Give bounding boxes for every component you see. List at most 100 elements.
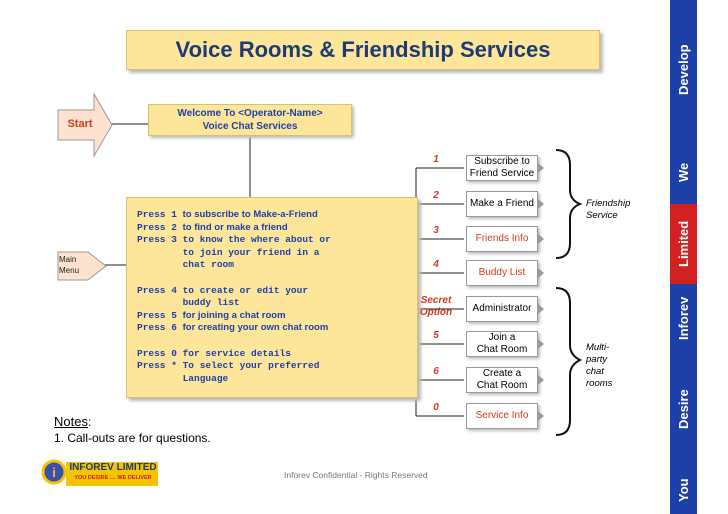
- menu-press: Press 5: [137, 309, 183, 321]
- connector-lines: [92, 123, 583, 436]
- option-number-label: 2: [433, 190, 439, 201]
- option-box-line1: Create a: [482, 368, 522, 379]
- menu-text: for service details: [182, 347, 291, 359]
- menu-press: Press 0: [137, 347, 183, 359]
- side-band-word: Limited: [670, 204, 697, 284]
- side-band-word: Inforev: [670, 284, 697, 352]
- option-box-pointer: [538, 339, 544, 349]
- option-box: Service Info: [466, 403, 538, 429]
- menu-text: To select your preferred: [182, 360, 320, 372]
- menu-press: [137, 297, 183, 308]
- welcome-box: Welcome To <Operator-Name> Voice Chat Se…: [148, 104, 352, 136]
- side-band-segment: We: [670, 140, 697, 204]
- side-band-word: You: [670, 466, 697, 514]
- menu-text: to subscribe to Make-a-Friend: [182, 209, 318, 220]
- logo-graphic: i: [41, 459, 158, 486]
- menu-line: Press 6 for creating your own chat room: [137, 321, 328, 334]
- menu-line: Press 4 to create or edit your: [137, 284, 308, 297]
- start-arrow: [57, 92, 113, 158]
- friendship-brace: [555, 149, 583, 259]
- option-box-pointer: [538, 375, 544, 385]
- menu-text: to know the where about or: [182, 234, 331, 246]
- welcome-line1: Welcome To <Operator-Name>: [177, 108, 323, 119]
- option-box-pointer: [538, 268, 544, 278]
- menu-text: buddy list: [182, 297, 240, 309]
- main-menu-arrow: [57, 251, 107, 281]
- option-number-label: 1: [433, 154, 439, 165]
- menu-line: Press 5 for joining a chat room: [137, 309, 286, 322]
- menu-text: Language: [182, 372, 229, 384]
- company-logo: i INFOREV LIMITED YOU DESIRE .... WE DEL…: [40, 458, 160, 488]
- option-box-line1: Subscribe to: [474, 156, 530, 167]
- logo-tagline: YOU DESIRE .... WE DELIVER: [74, 475, 152, 481]
- option-box-pointer: [538, 234, 544, 244]
- menu-press: Press *: [137, 360, 183, 372]
- start-label: Start: [67, 118, 93, 130]
- menu-line: buddy list: [137, 296, 240, 309]
- side-band-segment: Desire: [670, 352, 697, 466]
- option-box-pointer: [538, 199, 544, 209]
- notes: Notes: 1. Call-outs are for questions.: [54, 414, 211, 445]
- option-box: Administrator: [466, 296, 538, 322]
- menu-press: Press 4: [137, 284, 183, 296]
- option-number-label: 5: [433, 330, 439, 341]
- footer-text: Inforev Confidential - Rights Reserved: [284, 470, 428, 480]
- option-box-line2: Chat Room: [476, 380, 528, 391]
- notes-heading: Notes: [54, 414, 88, 429]
- option-box-line2: Chat Room: [476, 344, 528, 355]
- menu-line: Press 2 to find or make a friend: [137, 221, 288, 234]
- option-box-text: Make a Friend: [470, 198, 534, 210]
- side-band-word: We: [670, 140, 697, 204]
- menu-press: Press 6: [137, 322, 183, 334]
- option-box-text: Service Info: [476, 410, 529, 422]
- option-box-text: Buddy List: [479, 267, 526, 279]
- menu-press: Press 1: [137, 209, 183, 220]
- option-number-label: 6: [433, 366, 439, 377]
- multiparty-brace: [555, 287, 583, 436]
- menu-text: for creating your own chat room: [182, 322, 329, 334]
- option-box-line1: Friends Info: [475, 233, 529, 244]
- option-box-text: Administrator: [473, 303, 532, 315]
- option-box: Make a Friend: [466, 191, 538, 217]
- menu-press: Press 2: [137, 221, 183, 233]
- menu-press: [137, 247, 183, 258]
- menu-line: Press 0 for service details: [137, 347, 291, 360]
- menu-press: [137, 259, 183, 270]
- menu-press: Press 3: [137, 234, 183, 246]
- option-box-line1: Make a Friend: [470, 198, 534, 209]
- menu-text: for joining a chat room: [182, 309, 286, 321]
- side-band-word: Develop: [670, 0, 697, 140]
- option-number-label: 0: [433, 402, 439, 413]
- menu-line: Press 3 to know the where about or: [137, 233, 331, 246]
- option-box-line1: Service Info: [475, 410, 529, 421]
- main-menu-line1: Main: [59, 255, 77, 264]
- menu-line: Press 1 to subscribe to Make-a-Friend: [137, 208, 318, 221]
- notes-item: 1. Call-outs are for questions.: [54, 431, 211, 445]
- title-text: Voice Rooms & Friendship Services: [175, 37, 551, 62]
- svg-text:i: i: [52, 465, 56, 480]
- logo-name: INFOREV LIMITED: [69, 462, 157, 473]
- option-box-text: Friends Info: [476, 233, 529, 245]
- menu-line: chat room: [137, 258, 234, 271]
- menu-text: to join your friend in a: [182, 246, 320, 258]
- side-band-word: Desire: [670, 352, 697, 466]
- option-box-line2: Friend Service: [469, 168, 535, 179]
- welcome-line2: Voice Chat Services: [202, 121, 298, 132]
- menu-line: Language: [137, 372, 229, 385]
- menu-text: to create or edit your: [182, 284, 309, 296]
- option-box: Buddy List: [466, 260, 538, 286]
- menu-line: to join your friend in a: [137, 246, 320, 259]
- option-box-pointer: [538, 411, 544, 421]
- option-box-pointer: [538, 304, 544, 314]
- option-box-line1: Join a: [488, 332, 516, 343]
- friendship-group-label: Friendship Service: [586, 198, 631, 221]
- page-title: Voice Rooms & Friendship Services: [126, 30, 600, 70]
- main-menu-line2: Menu: [59, 266, 80, 275]
- side-band-segment: Inforev: [670, 284, 697, 352]
